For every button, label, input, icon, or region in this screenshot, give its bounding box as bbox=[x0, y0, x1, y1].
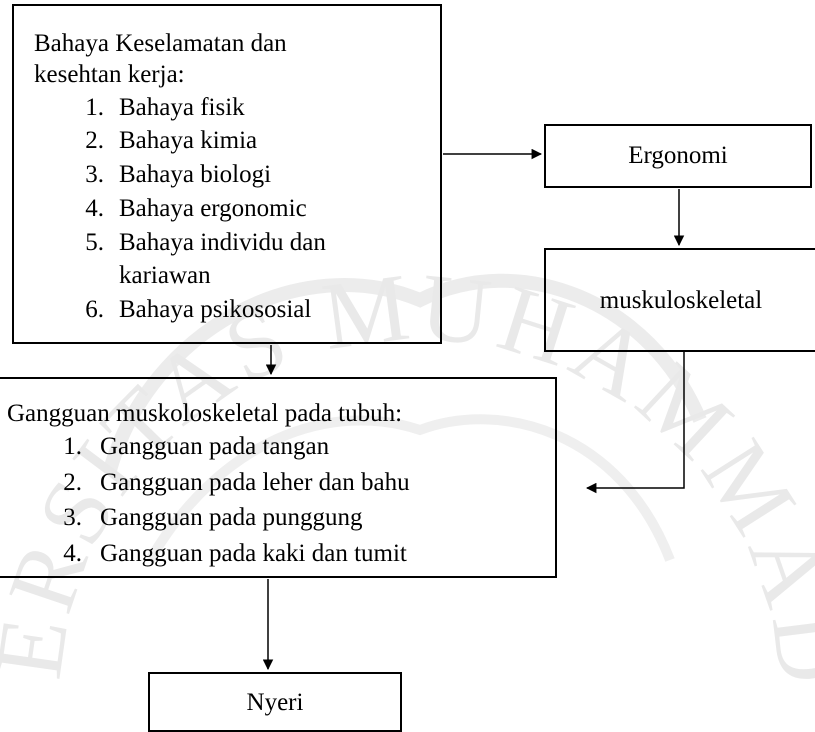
hazard-item-number: 5. bbox=[85, 229, 104, 256]
disorder-item-number: 3. bbox=[63, 504, 82, 531]
hazard-item-label: Bahaya biologi bbox=[119, 161, 272, 188]
hazards-box bbox=[12, 4, 442, 344]
nyeri-label: Nyeri bbox=[246, 689, 304, 716]
disorder-item-number: 1. bbox=[63, 433, 82, 460]
hazards-title-line1: Bahaya Keselamatan dan bbox=[34, 30, 287, 57]
disorder-item-number: 4. bbox=[63, 540, 82, 567]
disorder-item-label: Gangguan pada leher dan bahu bbox=[100, 469, 410, 496]
hazards-title-line2: kesehtan kerja: bbox=[34, 61, 185, 88]
hazard-item-number: 2. bbox=[85, 127, 104, 154]
hazard-item-label-continued: kariawan bbox=[119, 262, 211, 289]
disorders-box bbox=[0, 377, 557, 578]
muskuloskeletal-box bbox=[544, 248, 815, 352]
hazard-item-label: Bahaya psikososial bbox=[119, 296, 312, 323]
hazard-item-label: Bahaya individu dan bbox=[119, 229, 326, 256]
hazard-item-number: 3. bbox=[85, 161, 104, 188]
hazard-item-label: Bahaya kimia bbox=[119, 127, 258, 154]
disorder-item-number: 2. bbox=[63, 469, 82, 496]
hazard-item-label: Bahaya fisik bbox=[119, 94, 245, 121]
disorder-item-label: Gangguan pada punggung bbox=[100, 504, 363, 531]
disorder-item-label: Gangguan pada kaki dan tumit bbox=[100, 540, 407, 567]
muskuloskeletal-label: muskuloskeletal bbox=[599, 287, 763, 314]
disorder-item-label: Gangguan pada tangan bbox=[100, 433, 330, 460]
disorders-title: Gangguan muskoloskeletal pada tubuh: bbox=[7, 400, 403, 427]
ergonomi-label: Ergonomi bbox=[628, 142, 728, 169]
arrow-muskuloskeletal-to-disorders bbox=[585, 352, 685, 494]
hazard-item-number: 4. bbox=[85, 195, 104, 222]
hazard-item-label: Bahaya ergonomic bbox=[119, 195, 307, 222]
ergonomi-box bbox=[544, 124, 812, 188]
hazard-item-number: 1. bbox=[85, 94, 104, 121]
hazard-item-number: 6. bbox=[85, 296, 104, 323]
